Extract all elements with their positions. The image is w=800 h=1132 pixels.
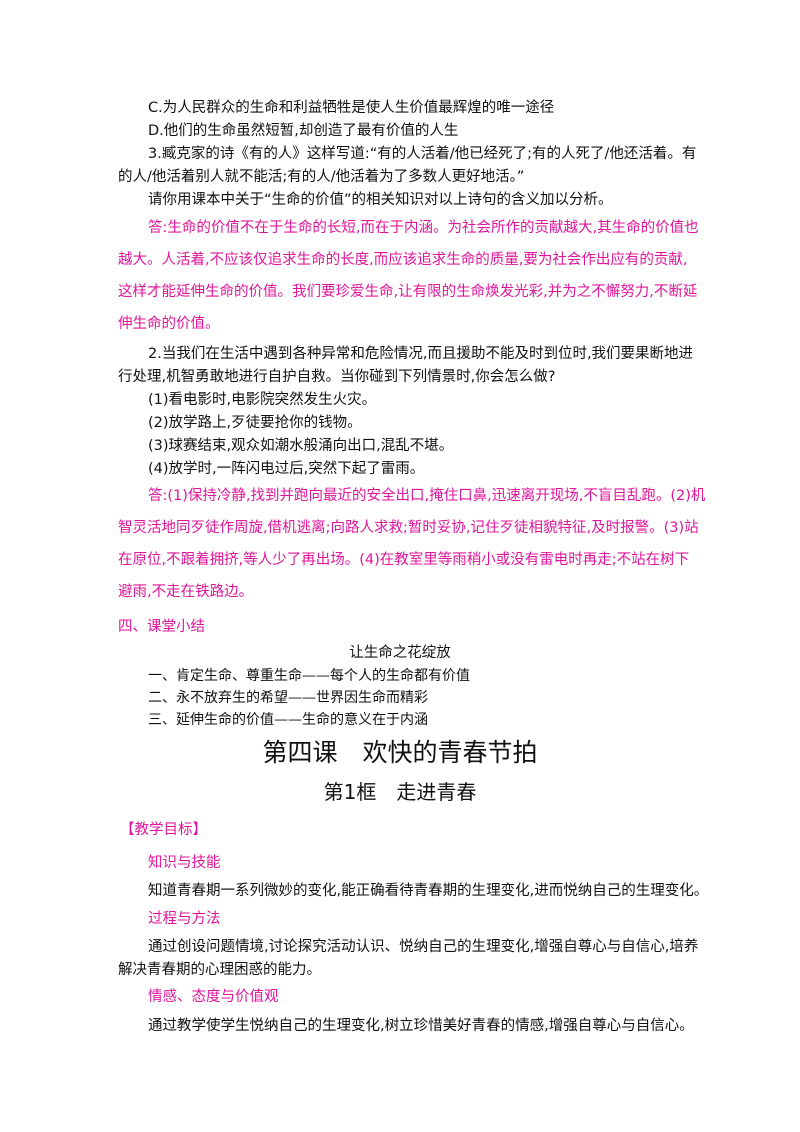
question-2-line2: 行处理,机智勇敢地进行自护自救。当你碰到下列情景时,你会怎么做?: [118, 369, 556, 385]
summary-item-3: 三、延伸生命的价值——生命的意义在于内涵: [148, 712, 428, 728]
process-text-2: 解决青春期的心理困惑的能力。: [118, 962, 321, 978]
summary-heading: 四、课堂小结: [118, 619, 205, 635]
answer-2-line3: 在原位,不跟着拥挤,等人少了再出场。(4)在教室里等雨稍小或没有雷电时再走;不站…: [118, 552, 690, 568]
answer-3-line1: 答:生命的价值不在于生命的长短,而在于内涵。为社会所作的贡献越大,其生命的价值也: [148, 220, 699, 236]
process-text-1: 通过创设问题情境,讨论探究活动认识、悦纳自己的生理变化,增强自尊心与自信心,培养: [148, 939, 699, 955]
scenario-1: (1)看电影时,电影院突然发生火灾。: [148, 392, 377, 408]
scenario-3: (3)球赛结束,观众如潮水般涌向出口,混乱不堪。: [148, 438, 454, 454]
teaching-goals-label: 【教学目标】: [120, 822, 207, 838]
answer-2-line1: 答:(1)保持冷静,找到并跑向最近的安全出口,掩住口鼻,迅速离开现场,不盲目乱跑…: [148, 488, 706, 504]
question-2-line1: 2.当我们在生活中遇到各种异常和危险情况,而且援助不能及时到位时,我们要果断地进: [148, 346, 694, 362]
answer-2-line4: 避雨,不走在铁路边。: [118, 584, 254, 600]
answer-3-line4: 伸生命的价值。: [118, 316, 220, 332]
emotion-text: 通过教学使学生悦纳自己的生理变化,树立珍惜美好青春的情感,增强自尊心与自信心。: [148, 1018, 694, 1034]
question-3-line2: 的人/他活着别人就不能活;有的人/他活着为了多数人更好地活。”: [118, 169, 525, 185]
option-d: D.他们的生命虽然短暂,却创造了最有价值的人生: [148, 123, 459, 139]
lesson-subtitle: 第1框 走进青春: [323, 780, 477, 804]
question-3-line3: 请你用课本中关于“生命的价值”的相关知识对以上诗句的含义加以分析。: [148, 192, 613, 208]
scenario-4: (4)放学时,一阵闪电过后,突然下起了雷雨。: [148, 461, 425, 477]
summary-title: 让生命之花绽放: [349, 645, 451, 661]
summary-item-2: 二、永不放弃生的希望——世界因生命而精彩: [148, 690, 428, 706]
lesson-title: 第四课 欢快的青春节拍: [262, 738, 538, 767]
knowledge-text: 知道青春期一系列微妙的变化,能正确看待青春期的生理变化,进而悦纳自己的生理变化。: [148, 883, 709, 899]
scenario-2: (2)放学路上,歹徒要抢你的钱物。: [148, 415, 362, 431]
knowledge-label: 知识与技能: [148, 855, 221, 871]
question-3-line1: 3.臧克家的诗《有的人》这样写道:“有的人活着/他已经死了;有的人死了/他还活着…: [148, 146, 697, 162]
answer-3-line2: 越大。人活着,不应该仅追求生命的长度,而应该追求生命的质量,要为社会作出应有的贡…: [118, 252, 688, 268]
process-label: 过程与方法: [148, 911, 221, 927]
answer-3-line3: 这样才能延伸生命的价值。我们要珍爱生命,让有限的生命焕发光彩,并为之不懈努力,不…: [118, 284, 698, 300]
answer-2-line2: 智灵活地同歹徒作周旋,借机逃离;向路人求救;暂时妥协,记住歹徒相貌特征,及时报警…: [118, 520, 699, 536]
option-c: C.为人民群众的生命和利益牺牲是使人生价值最辉煌的唯一途径: [148, 100, 555, 116]
emotion-label: 情感、态度与价值观: [148, 989, 279, 1005]
summary-item-1: 一、肯定生命、尊重生命——每个人的生命都有价值: [148, 668, 470, 684]
